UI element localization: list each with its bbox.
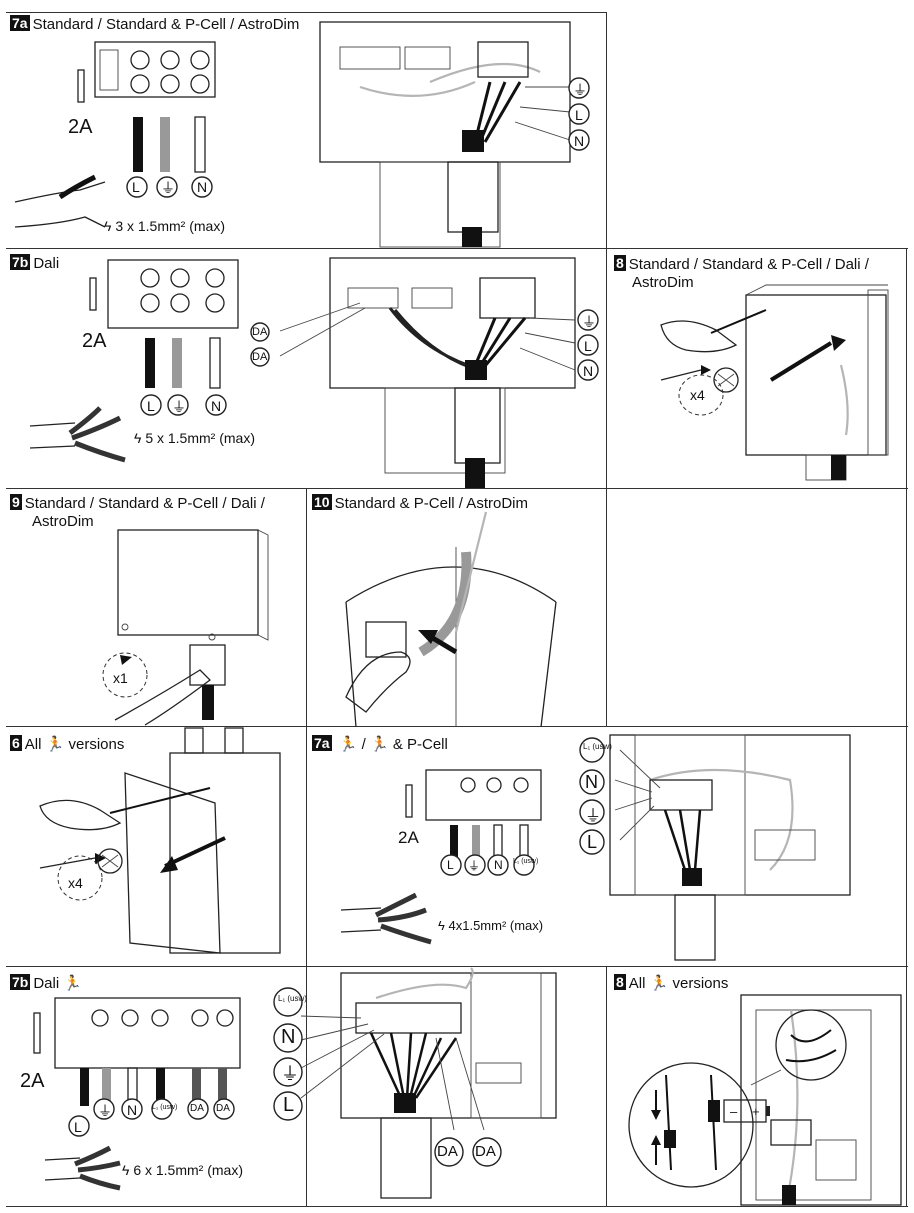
conductor-labels xyxy=(140,394,227,416)
emergency-exit-icon: 🏃 xyxy=(649,975,669,992)
terminal-block-diagram xyxy=(29,259,239,463)
emergency-exit-icon: 🏃 xyxy=(45,736,65,753)
rule xyxy=(606,12,607,488)
wire-spec: ϟ 4x1.5mm² (max) xyxy=(438,918,544,933)
terminal-labels xyxy=(273,987,303,1121)
cover-screw-diagram xyxy=(39,727,281,954)
gland-tighten-diagram xyxy=(102,529,269,726)
cover-screw-diagram xyxy=(660,284,889,481)
rule xyxy=(906,248,907,1206)
dali-labels xyxy=(434,1137,502,1167)
terminal-block-diagram xyxy=(340,769,542,945)
wire-spec: ϟ 5 x 1.5mm² (max) xyxy=(134,430,255,446)
terminal-labels xyxy=(568,77,590,151)
rule xyxy=(606,488,607,726)
battery-connect-diagram xyxy=(628,994,902,1206)
conductor-labels xyxy=(440,854,535,876)
rule xyxy=(6,12,606,13)
luminaire-box-diagram xyxy=(300,967,557,1199)
wire-spec: ϟ 6 x 1.5mm² (max) xyxy=(122,1162,243,1178)
terminal-labels xyxy=(577,309,599,381)
panel-title: 7a 🏃 / 🏃 & P-Cell xyxy=(312,735,448,753)
rule xyxy=(6,966,908,967)
terminal-block-diagram xyxy=(14,41,216,228)
rule xyxy=(6,1206,908,1207)
rule xyxy=(606,966,607,1206)
rule xyxy=(306,966,307,1206)
wire-spec: ϟ 3 x 1.5mm² (max) xyxy=(104,218,225,234)
rule xyxy=(6,488,908,489)
emergency-exit-icon: 🏃 xyxy=(63,975,83,992)
rule xyxy=(306,488,307,966)
conductor-labels xyxy=(126,176,213,198)
emergency-exit-icon: 🏃 xyxy=(369,736,389,753)
luminaire-box-diagram xyxy=(279,257,576,488)
dali-labels xyxy=(250,322,270,367)
luminaire-box-diagram xyxy=(319,21,571,248)
rule xyxy=(6,726,908,727)
terminal-labels xyxy=(579,737,605,855)
pole-connector-diagram xyxy=(345,511,557,728)
rule xyxy=(6,248,908,249)
terminal-block-diagram xyxy=(33,997,241,1191)
luminaire-box-diagram xyxy=(609,734,851,961)
conductor-labels xyxy=(68,1098,235,1137)
emergency-exit-icon: 🏃 xyxy=(338,736,358,753)
